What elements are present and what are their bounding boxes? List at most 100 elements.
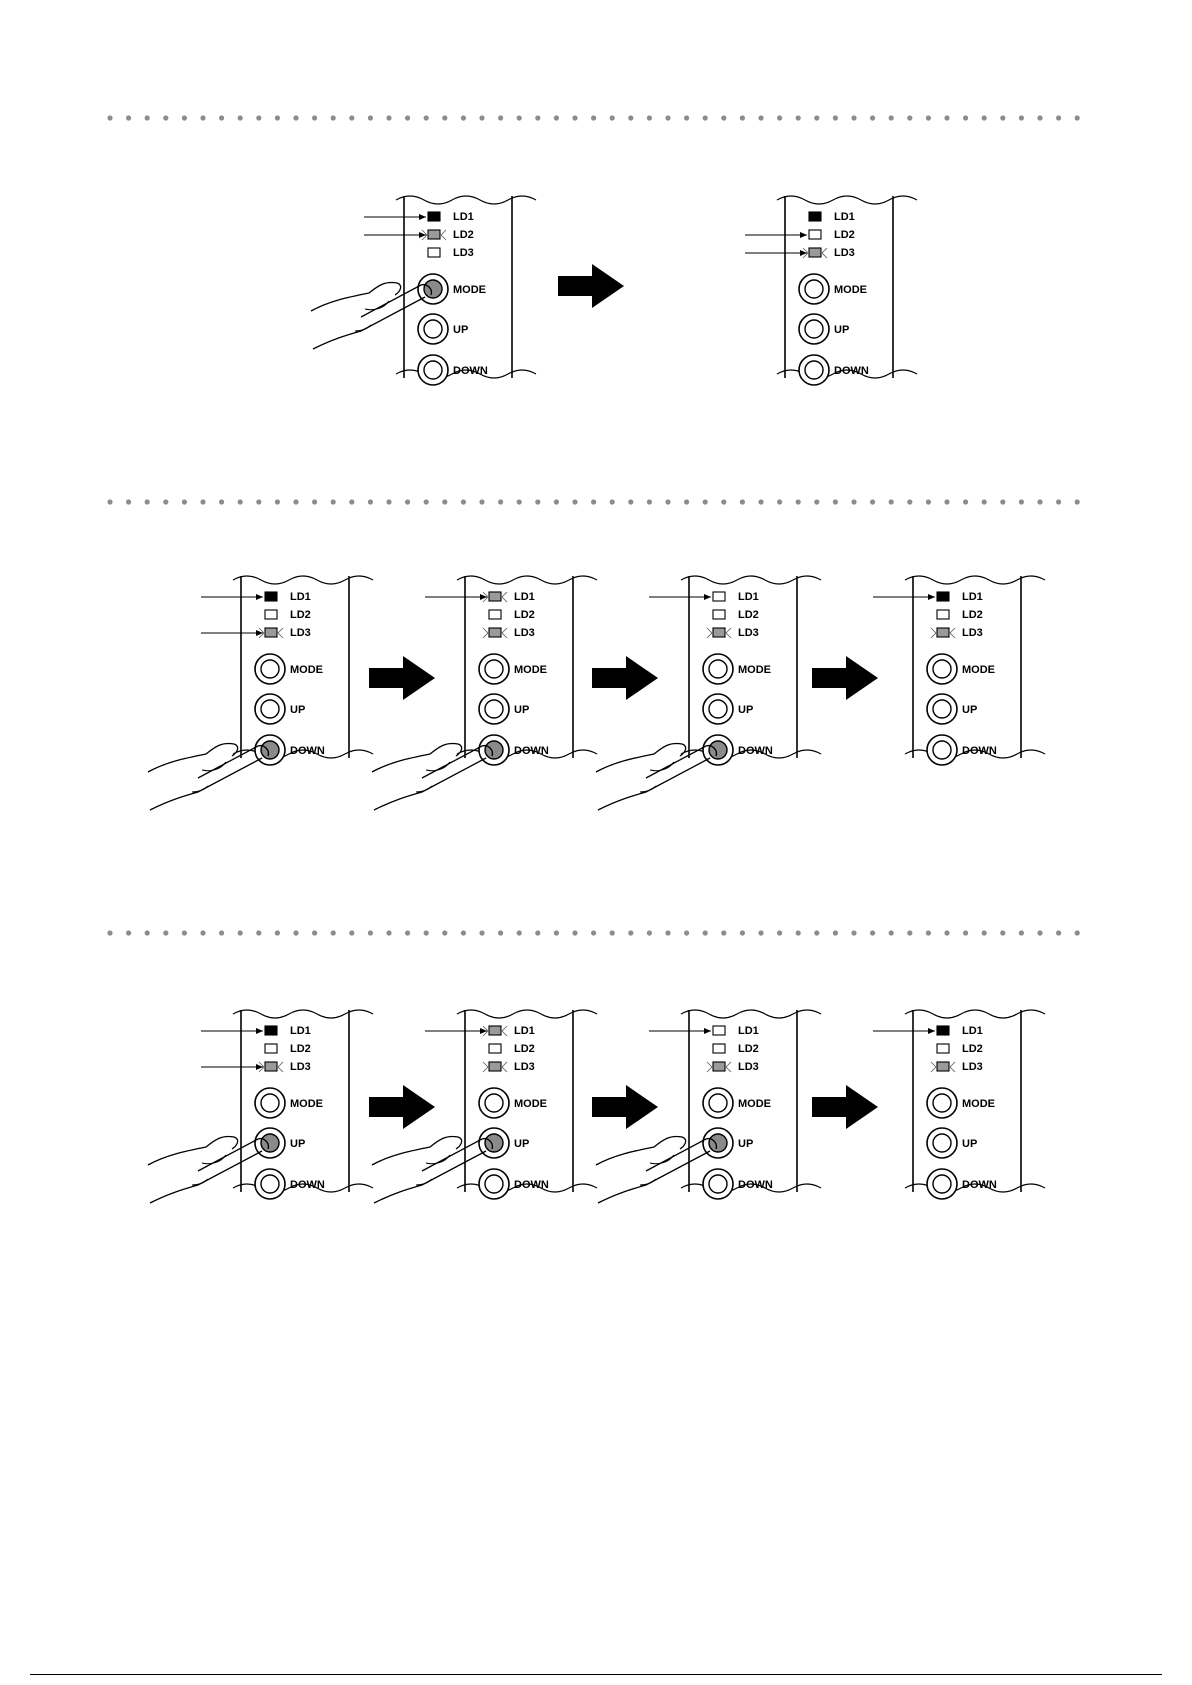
mode-button[interactable]: MODE <box>703 654 771 684</box>
button-inner-ring <box>933 741 951 759</box>
separator-dot <box>796 115 801 120</box>
separator-dot <box>1037 930 1042 935</box>
separator-dot <box>591 930 596 935</box>
separator-dot <box>796 499 801 504</box>
hand-upper-outline <box>311 282 401 311</box>
up-button[interactable]: UP <box>255 1128 305 1158</box>
up-button[interactable]: UP <box>703 694 753 724</box>
led-1-on <box>265 1026 277 1035</box>
separator-dot <box>1000 115 1005 120</box>
hand-lower-outline <box>598 1151 710 1203</box>
down-button[interactable]: DOWN <box>799 355 869 385</box>
pointer-ld2 <box>364 232 426 238</box>
led-2: LD2 <box>713 1043 759 1055</box>
down-button[interactable]: DOWN <box>479 1169 549 1199</box>
led-3: LD3 <box>483 1061 535 1073</box>
led-1: LD1 <box>428 211 474 223</box>
down-button[interactable]: DOWN <box>255 735 325 765</box>
blink-ray <box>950 1067 955 1072</box>
up-button[interactable]: UP <box>799 314 849 344</box>
led-1: LD1 <box>809 211 855 223</box>
led-2: LD2 <box>713 609 759 621</box>
button-inner-ring <box>709 741 727 759</box>
separator-dot <box>907 115 912 120</box>
pointer-arrowhead <box>928 594 935 600</box>
pointer-ld1 <box>649 594 711 600</box>
down-label: DOWN <box>738 745 773 757</box>
button-inner-ring <box>261 1094 279 1112</box>
led-3-label: LD3 <box>738 627 759 639</box>
mode-button[interactable]: MODE <box>703 1088 771 1118</box>
pointer-arrowhead <box>419 214 426 220</box>
hand-upper-outline <box>596 743 686 772</box>
mode-button[interactable]: MODE <box>479 1088 547 1118</box>
up-button[interactable]: UP <box>479 694 529 724</box>
step-arrow-5 <box>369 1085 435 1129</box>
down-button[interactable]: DOWN <box>479 735 549 765</box>
pointer-ld3 <box>745 250 807 256</box>
separator-dot <box>107 930 112 935</box>
thumb-line <box>192 786 208 792</box>
up-button[interactable]: UP <box>703 1128 753 1158</box>
separator-dot <box>665 499 670 504</box>
pointer-ld1 <box>873 594 935 600</box>
button-inner-ring <box>485 1175 503 1193</box>
led-2-off <box>713 610 725 619</box>
blink-ray <box>931 628 936 633</box>
up-button[interactable]: UP <box>479 1128 529 1158</box>
thumb-line <box>192 1179 208 1185</box>
mode-button[interactable]: MODE <box>255 654 323 684</box>
led-1-label: LD1 <box>290 1025 311 1037</box>
led-3: LD3 <box>259 1061 311 1073</box>
separator-dot <box>554 499 559 504</box>
down-button[interactable]: DOWN <box>703 1169 773 1199</box>
led-2-off <box>265 610 277 619</box>
pointer-ld1 <box>649 1028 711 1034</box>
mode-button[interactable]: MODE <box>927 1088 995 1118</box>
led-1-label: LD1 <box>514 591 535 603</box>
mode-button[interactable]: MODE <box>418 274 486 304</box>
led-1-on <box>809 212 821 221</box>
separator-dot <box>219 115 224 120</box>
separator-dot <box>591 499 596 504</box>
down-button[interactable]: DOWN <box>418 355 488 385</box>
up-button[interactable]: UP <box>418 314 468 344</box>
up-button[interactable]: UP <box>927 1128 977 1158</box>
hand-upper-outline <box>372 1136 462 1165</box>
down-button[interactable]: DOWN <box>927 1169 997 1199</box>
down-button[interactable]: DOWN <box>927 735 997 765</box>
up-button[interactable]: UP <box>927 694 977 724</box>
mode-label: MODE <box>738 1098 771 1110</box>
hand-lower-outline <box>598 758 710 810</box>
separator-dot <box>219 499 224 504</box>
button-inner-ring <box>261 660 279 678</box>
separator-dot <box>256 499 261 504</box>
led-2-off <box>937 1044 949 1053</box>
down-button[interactable]: DOWN <box>703 735 773 765</box>
blink-ray <box>931 633 936 638</box>
separator-dot <box>498 115 503 120</box>
led-1: LD1 <box>713 591 759 603</box>
led-2-blink <box>428 230 440 239</box>
separator-dot <box>200 115 205 120</box>
blink-ray <box>822 248 827 253</box>
button-inner-ring <box>485 1134 503 1152</box>
separator-dot <box>163 499 168 504</box>
button-inner-ring <box>933 1175 951 1193</box>
led-1-on <box>265 592 277 601</box>
separator-dot <box>1075 115 1080 120</box>
mode-button[interactable]: MODE <box>799 274 867 304</box>
mode-label: MODE <box>962 664 995 676</box>
mode-button[interactable]: MODE <box>255 1088 323 1118</box>
down-button[interactable]: DOWN <box>255 1169 325 1199</box>
mode-button[interactable]: MODE <box>479 654 547 684</box>
blink-ray <box>707 628 712 633</box>
mode-button[interactable]: MODE <box>927 654 995 684</box>
up-button[interactable]: UP <box>255 694 305 724</box>
separator-dot <box>331 115 336 120</box>
pressing-hand <box>148 1136 268 1203</box>
separator-dot <box>461 499 466 504</box>
separator-dot <box>424 115 429 120</box>
button-inner-ring <box>261 741 279 759</box>
